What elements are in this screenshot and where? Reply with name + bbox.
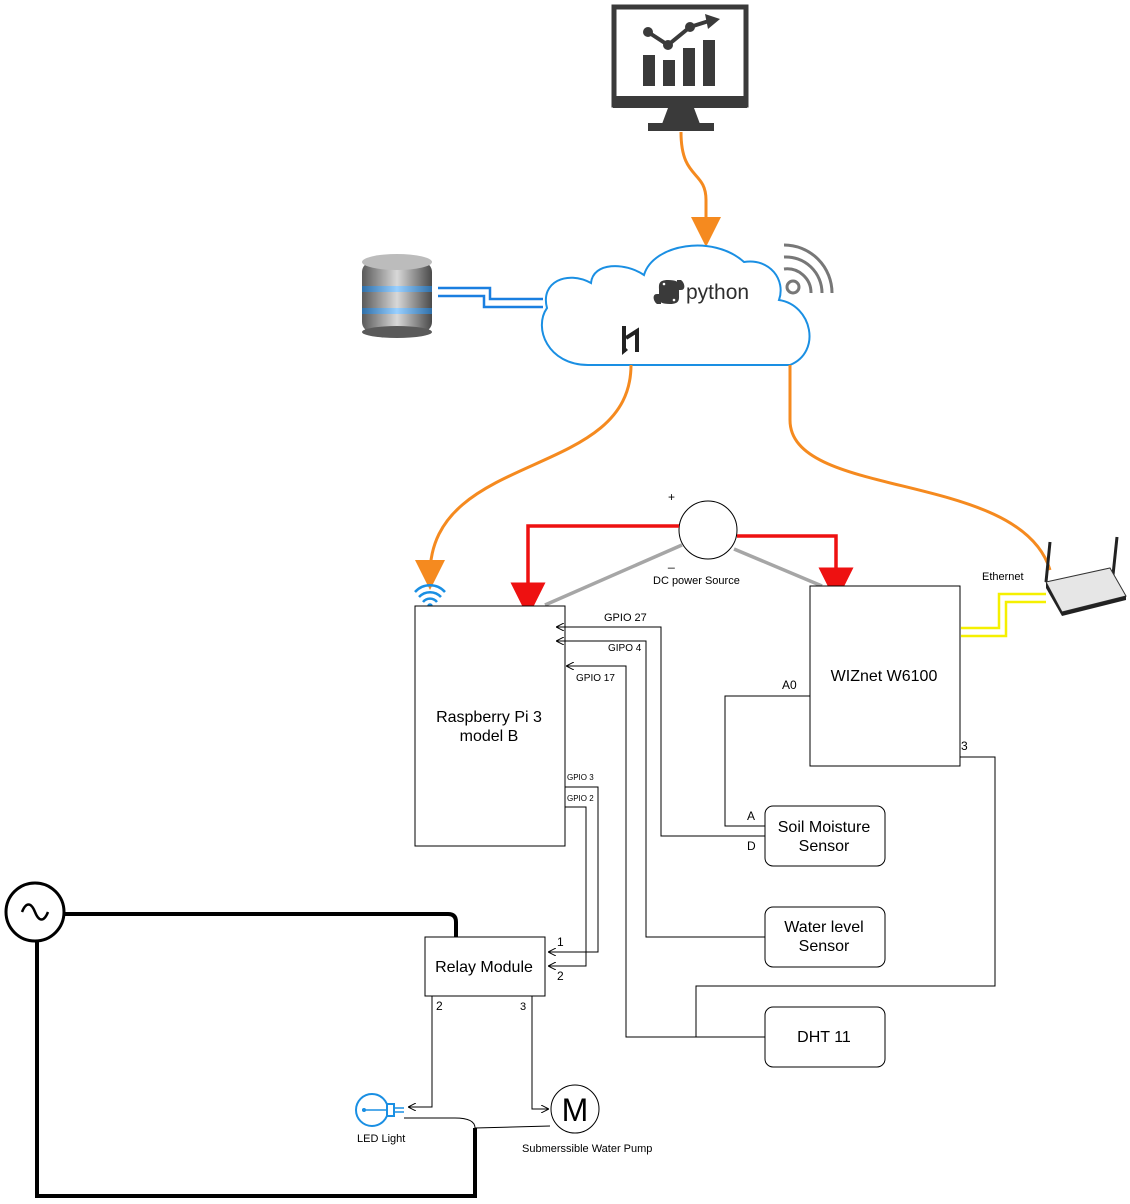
relay-out2-label: 2 bbox=[436, 999, 443, 1013]
gpio3-label: GPIO 3 bbox=[567, 773, 594, 782]
pin3-label: 3 bbox=[961, 739, 968, 753]
gipo4-label: GIPO 4 bbox=[608, 643, 642, 654]
ethernet-link bbox=[961, 592, 1046, 638]
pin-a-label: A bbox=[747, 809, 755, 823]
database-icon bbox=[362, 254, 432, 338]
dht11-sensor-box bbox=[764, 1006, 886, 1068]
raspberry-pi-box bbox=[414, 605, 566, 847]
gpio27-label: GPIO 27 bbox=[604, 612, 647, 624]
ac-neutral-wire bbox=[35, 941, 477, 1198]
relay-to-pump-wire bbox=[531, 996, 548, 1109]
dht-label: DHT 11 bbox=[797, 1029, 851, 1046]
ac-live-wire bbox=[64, 912, 458, 937]
a0-wire bbox=[724, 695, 810, 827]
bulb-icon bbox=[355, 1093, 404, 1127]
heroku-logo-icon bbox=[622, 326, 639, 355]
wifi-signal-icon bbox=[783, 243, 834, 295]
ethernet-label: Ethernet bbox=[982, 571, 1024, 583]
python-label: python bbox=[686, 281, 749, 304]
led-return-wire bbox=[404, 1117, 476, 1129]
water-label-2: Sensor bbox=[799, 938, 850, 955]
gpio4-wire bbox=[557, 641, 765, 938]
gpio27-wire bbox=[557, 627, 765, 837]
relay-out3-label: 3 bbox=[520, 1001, 526, 1013]
soil-label-2: Sensor bbox=[799, 838, 850, 855]
database-link bbox=[438, 286, 543, 309]
raspberry-pi-label-1: Raspberry Pi 3 bbox=[436, 709, 542, 726]
gpio17-label: GPIO 17 bbox=[576, 673, 615, 684]
red-wire-wiznet bbox=[737, 534, 854, 603]
gray-wire-wiznet bbox=[733, 547, 823, 588]
pump-label: Submerssible Water Pump bbox=[522, 1143, 652, 1155]
minus-label: _ bbox=[667, 555, 675, 569]
gpio3-wire bbox=[549, 786, 599, 952]
dc-power-source bbox=[678, 500, 738, 560]
relay-module-box bbox=[424, 936, 546, 997]
gpio2-label: GPIO 2 bbox=[567, 794, 594, 803]
wiznet-box bbox=[809, 585, 961, 767]
gpio17-wire bbox=[567, 666, 765, 1038]
wifi-icon bbox=[414, 583, 446, 609]
relay-to-led-wire bbox=[409, 996, 433, 1107]
water-pump-motor bbox=[550, 1084, 600, 1134]
motor-label: M bbox=[562, 1092, 589, 1128]
pin3-wire bbox=[695, 756, 996, 1037]
relay-label: Relay Module bbox=[435, 959, 533, 976]
pin-d-label: D bbox=[747, 839, 756, 853]
a0-label: A0 bbox=[782, 678, 797, 692]
relay-in1-label: 1 bbox=[557, 935, 564, 949]
cloud-shape bbox=[540, 244, 811, 366]
gray-wire-rpi bbox=[544, 543, 683, 607]
soil-label-1: Soil Moisture bbox=[778, 819, 871, 836]
raspberry-pi-label-2: model B bbox=[460, 728, 519, 745]
plus-label: + bbox=[668, 490, 675, 504]
router-icon bbox=[1044, 536, 1127, 616]
led-light-label: LED Light bbox=[357, 1133, 405, 1145]
relay-in2-label: 2 bbox=[557, 969, 564, 983]
soil-moisture-sensor-box bbox=[764, 805, 886, 867]
red-wire-rpi bbox=[510, 524, 679, 618]
wiznet-label: WIZnet W6100 bbox=[831, 668, 938, 685]
water-level-sensor-box bbox=[764, 906, 886, 968]
dc-power-label: DC power Source bbox=[653, 575, 740, 587]
water-label-1: Water level bbox=[784, 919, 863, 936]
python-logo-icon bbox=[653, 280, 685, 304]
gpio2-wire bbox=[549, 806, 587, 966]
monitor-chart-icon bbox=[611, 4, 749, 131]
pump-return-wire bbox=[474, 1125, 551, 1129]
